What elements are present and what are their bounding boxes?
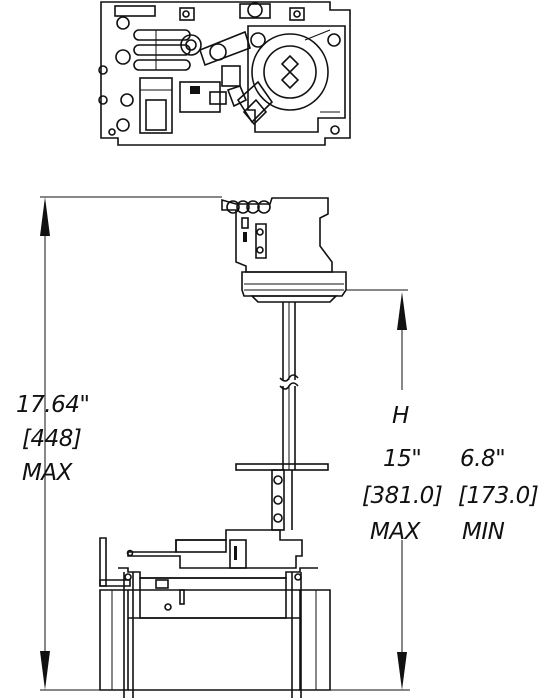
side-view	[99, 197, 347, 698]
dimension-h	[330, 289, 410, 691]
top-view	[98, 1, 351, 146]
h-label: H	[392, 403, 409, 429]
h-max-mm-label: [381.0]	[362, 483, 443, 509]
overall-height-note-label: MAX	[22, 460, 72, 486]
overall-height-mm-label: [448]	[22, 426, 82, 452]
overall-height-label: 17.64"	[16, 392, 90, 418]
h-min-note-label: MIN	[462, 519, 505, 545]
h-min-mm-label: [173.0]	[458, 483, 539, 509]
dimension-overall	[40, 196, 222, 691]
h-max-note-label: MAX	[370, 519, 420, 545]
h-max-label: 15"	[383, 446, 422, 472]
h-min-label: 6.8"	[460, 446, 506, 472]
